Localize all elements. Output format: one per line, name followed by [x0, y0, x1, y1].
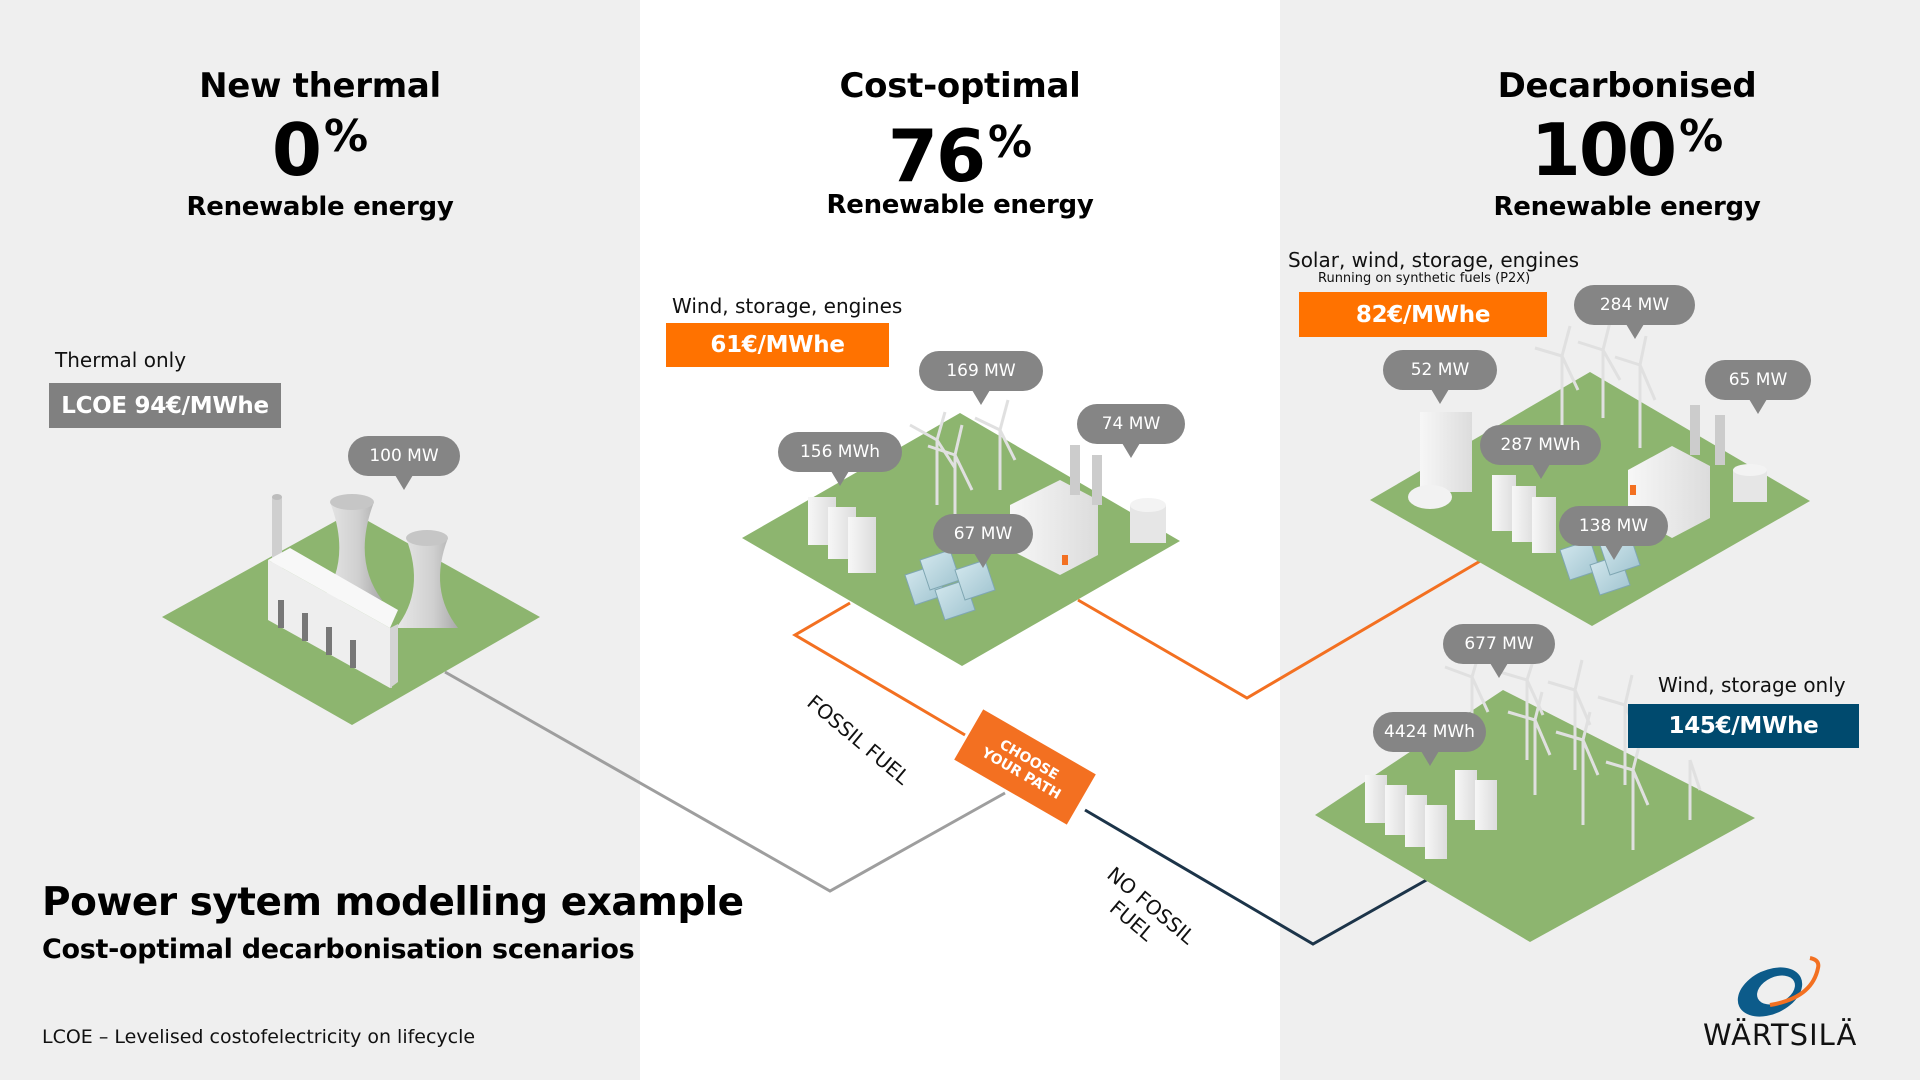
- capacity-bubble: 138 MW: [1559, 506, 1668, 560]
- path-thermal-line: [444, 670, 1006, 893]
- path-fossil-line: [792, 601, 966, 737]
- scenario-header-cost-optimal: Cost-optimal 76% Renewable energy: [640, 66, 1280, 220]
- capacity-bubble: 4424 MWh: [1373, 712, 1486, 766]
- wind-turbine-icon: [909, 399, 1017, 540]
- scenario-subtitle: Renewable energy: [1493, 192, 1761, 222]
- lcoe-cost-box: LCOE 94€/MWhe: [49, 383, 281, 428]
- engine-plant-icon: [1010, 445, 1166, 575]
- percentage-sign: %: [1679, 111, 1724, 162]
- page-subtitle: Cost-optimal decarbonisation scenarios: [42, 934, 635, 965]
- scenario-header-decarbonised: Decarbonised 100% Renewable energy: [1307, 66, 1920, 222]
- technology-caption: Solar, wind, storage, engines: [1288, 248, 1580, 272]
- renewable-percentage: 100%: [1307, 114, 1920, 186]
- capacity-bubble: 100 MW: [348, 436, 460, 490]
- capacity-bubble: 287 MWh: [1480, 425, 1601, 479]
- lcoe-cost-box: 145€/MWhe: [1628, 704, 1859, 748]
- battery-storage-icon: [1365, 770, 1497, 859]
- percentage-sign: %: [988, 117, 1033, 168]
- lcoe-footnote: LCOE – Levelised costofelectricity on li…: [42, 1026, 476, 1048]
- solar-panel-icon: [904, 549, 996, 621]
- renewable-percentage: 76%: [640, 120, 1280, 192]
- scenario-title: Cost-optimal: [839, 66, 1081, 106]
- scenario-subtitle: Renewable energy: [186, 192, 454, 222]
- wartsila-logo-text: WÄRTSILÄ: [1703, 1018, 1858, 1052]
- capacity-bubble: 74 MW: [1077, 404, 1185, 458]
- percentage-sign: %: [324, 111, 369, 162]
- p2x-facility-icon: [1408, 412, 1472, 509]
- percentage-value: 100: [1530, 108, 1677, 192]
- scenario-title: New thermal: [199, 66, 441, 106]
- percentage-value: 76: [887, 114, 986, 198]
- scenario-title: Decarbonised: [1497, 66, 1757, 106]
- thermal-plant-icon: [268, 494, 458, 688]
- lcoe-cost-box: 61€/MWhe: [666, 323, 889, 367]
- wartsila-logo-icon: [1737, 956, 1821, 1017]
- path-to-decarb-a-line: [1077, 558, 1483, 700]
- technology-caption: Wind, storage, engines: [672, 294, 903, 318]
- battery-storage-icon: [808, 497, 876, 573]
- capacity-bubble: 67 MW: [933, 514, 1033, 568]
- path-no-fossil-line: [1084, 808, 1431, 946]
- capacity-bubble: 677 MW: [1443, 624, 1555, 678]
- wind-turbine-icon: [1534, 321, 1657, 448]
- capacity-bubble: 156 MWh: [778, 432, 902, 486]
- tile-decarbonised-a: [1370, 372, 1810, 626]
- renewable-percentage: 0%: [0, 114, 640, 186]
- capacity-bubble: 169 MW: [919, 351, 1043, 405]
- lcoe-cost-box: 82€/MWhe: [1299, 292, 1547, 337]
- technology-caption-note: Running on synthetic fuels (P2X): [1318, 271, 1531, 286]
- percentage-value: 0: [271, 108, 322, 192]
- scenario-header-new-thermal: New thermal 0% Renewable energy: [0, 66, 640, 222]
- technology-caption: Wind, storage only: [1658, 673, 1846, 697]
- capacity-bubble: 284 MW: [1574, 285, 1695, 339]
- technology-caption: Thermal only: [55, 348, 187, 372]
- capacity-bubble: 65 MW: [1705, 360, 1811, 414]
- capacity-bubble: 52 MW: [1383, 350, 1497, 404]
- battery-storage-icon: [1492, 475, 1556, 553]
- scenario-subtitle: Renewable energy: [826, 190, 1094, 220]
- page-title: Power sytem modelling example: [42, 880, 744, 925]
